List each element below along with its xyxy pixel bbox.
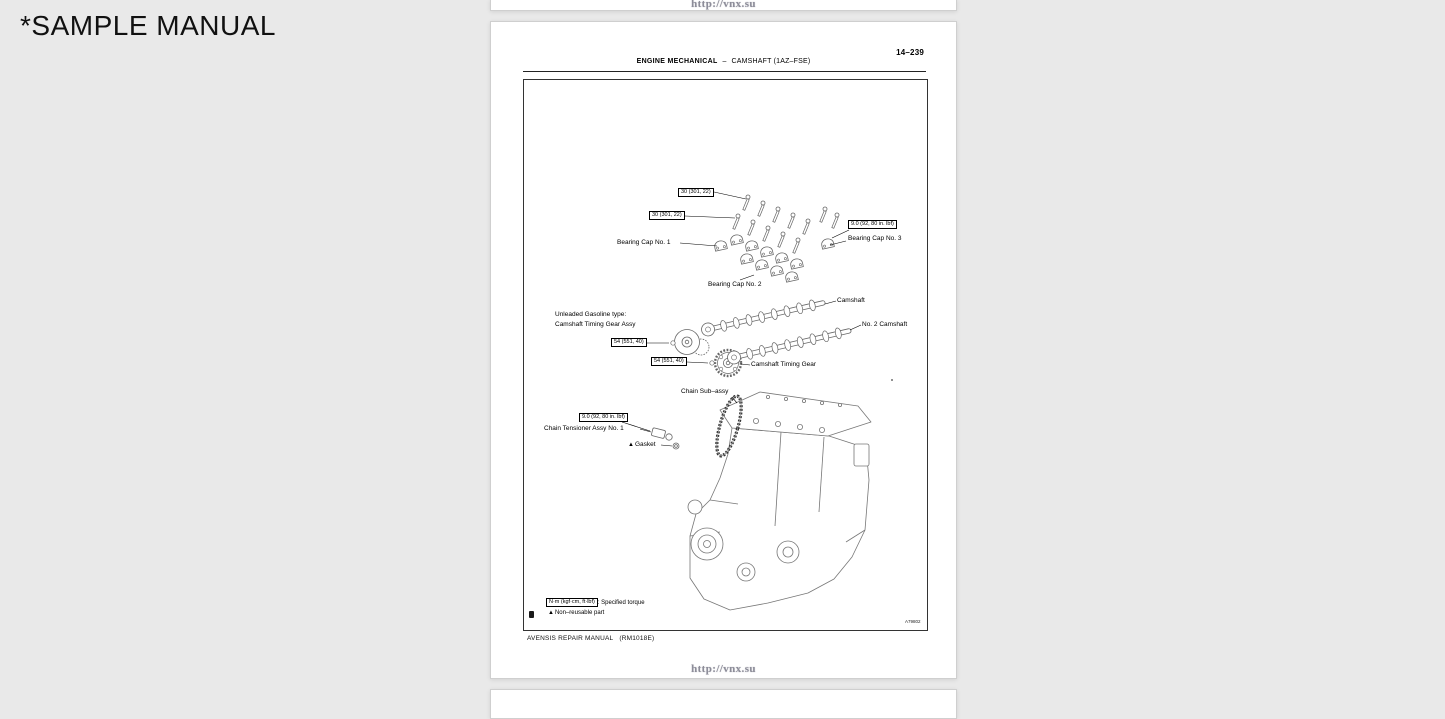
label-chain-sub-assy: Chain Sub–assy <box>681 388 729 395</box>
diagram-box: 30 (301, 22) 30 (301, 22) 9.0 (92, 80 in… <box>523 79 928 631</box>
torque-spec-9-tensioner: 9.0 (92, 80 in. lbf) <box>579 413 628 422</box>
watermark-bottom: http://vnx.su <box>691 663 756 675</box>
label-unleaded-type-line1: Unleaded Gasoline type: <box>555 311 627 318</box>
footer-manual-name: AVENSIS REPAIR MANUAL <box>527 635 614 642</box>
manual-page: 14–239 ENGINE MECHANICAL–CAMSHAFT (1AZ–F… <box>490 21 957 679</box>
torque-spec-54-upper: 54 (551, 40) <box>611 338 647 347</box>
engine-exploded-diagram-art <box>621 191 893 611</box>
legend-torque-box: N·m (kgf·cm, ft·lbf) <box>546 598 598 607</box>
header-rule <box>523 71 926 72</box>
page-number: 14–239 <box>896 48 924 57</box>
watermark-top: http://vnx.su <box>691 0 756 10</box>
footer-manual-code: (RM1018E) <box>619 635 655 642</box>
label-no2-camshaft: No. 2 Camshaft <box>862 321 908 328</box>
torque-spec-30-upper: 30 (301, 22) <box>678 188 714 197</box>
label-bearing-cap-3: Bearing Cap No. 3 <box>848 235 902 242</box>
label-unleaded-type-line2: Camshaft Timing Gear Assy <box>555 321 636 328</box>
page-corner-marker-icon <box>529 611 534 618</box>
torque-spec-54-lower: 54 (551, 40) <box>651 357 687 366</box>
sample-manual-label: *SAMPLE MANUAL <box>20 10 276 41</box>
figure-code: A79802 <box>905 619 921 624</box>
header-section: ENGINE MECHANICAL <box>636 58 718 65</box>
page-header: ENGINE MECHANICAL–CAMSHAFT (1AZ–FSE) <box>491 58 956 65</box>
label-camshaft: Camshaft <box>837 297 865 304</box>
page-footer: AVENSIS REPAIR MANUAL (RM1018E) <box>527 635 654 642</box>
legend-nonreusable: ▲Non–reusable part <box>548 610 604 616</box>
non-reusable-marker-icon: ▲ <box>628 442 634 448</box>
torque-spec-9-bearing: 9.0 (92, 80 in. lbf) <box>848 220 897 229</box>
legend-torque: N·m (kgf·cm, ft·lbf): Specified torque <box>546 598 645 607</box>
legend-nonreusable-desc: Non–reusable part <box>554 610 605 616</box>
page-previous-partial: http://vnx.su <box>490 0 957 11</box>
label-camshaft-timing-gear: Camshaft Timing Gear <box>751 361 817 368</box>
label-gasket-text: Gasket <box>634 441 656 448</box>
non-reusable-marker-icon: ▲ <box>548 610 554 616</box>
torque-spec-30-lower: 30 (301, 22) <box>649 211 685 220</box>
label-chain-tensioner: Chain Tensioner Assy No. 1 <box>544 425 624 432</box>
legend-torque-desc: : Specified torque <box>597 600 645 607</box>
label-gasket: ▲Gasket <box>628 441 656 449</box>
header-title: CAMSHAFT (1AZ–FSE) <box>731 58 811 65</box>
label-bearing-cap-1: Bearing Cap No. 1 <box>617 239 671 246</box>
page-next-partial <box>490 689 957 719</box>
label-bearing-cap-2: Bearing Cap No. 2 <box>708 281 762 288</box>
header-separator: – <box>722 58 727 65</box>
